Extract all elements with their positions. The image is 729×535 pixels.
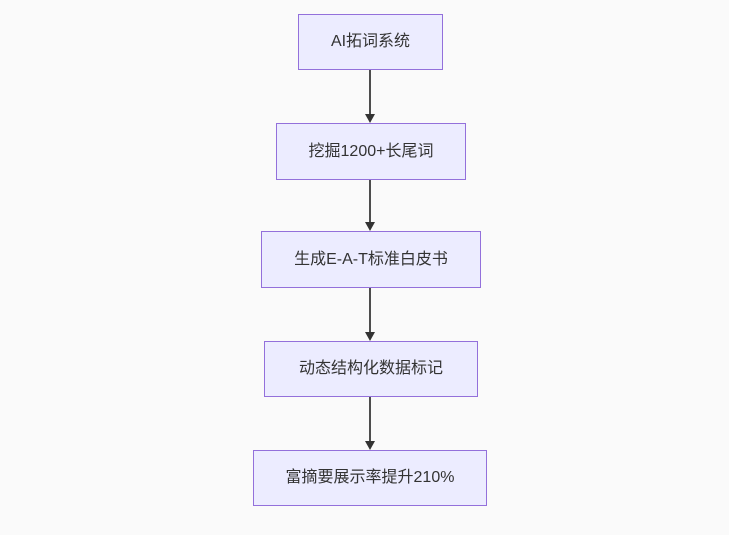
flow-node-rich-snippet-result: 富摘要展示率提升210% <box>253 450 487 506</box>
flow-node-label: AI拓词系统 <box>330 33 411 51</box>
flow-node-longtail-mining: 挖掘1200+长尾词 <box>276 123 466 180</box>
flow-connector-4 <box>365 397 375 450</box>
flow-node-eat-whitepaper: 生成E-A-T标准白皮书 <box>261 231 481 288</box>
arrow-down-icon <box>365 114 375 123</box>
flow-node-ai-word-expansion: AI拓词系统 <box>298 14 443 70</box>
connector-line <box>369 70 371 114</box>
connector-line <box>369 397 371 441</box>
flow-node-label: 挖掘1200+长尾词 <box>308 142 434 160</box>
flow-connector-1 <box>365 70 375 123</box>
arrow-down-icon <box>365 222 375 231</box>
flow-node-label: 动态结构化数据标记 <box>298 360 443 378</box>
arrow-down-icon <box>365 441 375 450</box>
flow-node-label: 富摘要展示率提升210% <box>285 469 455 487</box>
flow-node-structured-data-markup: 动态结构化数据标记 <box>264 341 478 397</box>
flow-node-label: 生成E-A-T标准白皮书 <box>294 250 448 268</box>
connector-line <box>369 288 371 332</box>
connector-line <box>369 180 371 222</box>
flow-connector-2 <box>365 180 375 231</box>
flow-connector-3 <box>365 288 375 341</box>
arrow-down-icon <box>365 332 375 341</box>
